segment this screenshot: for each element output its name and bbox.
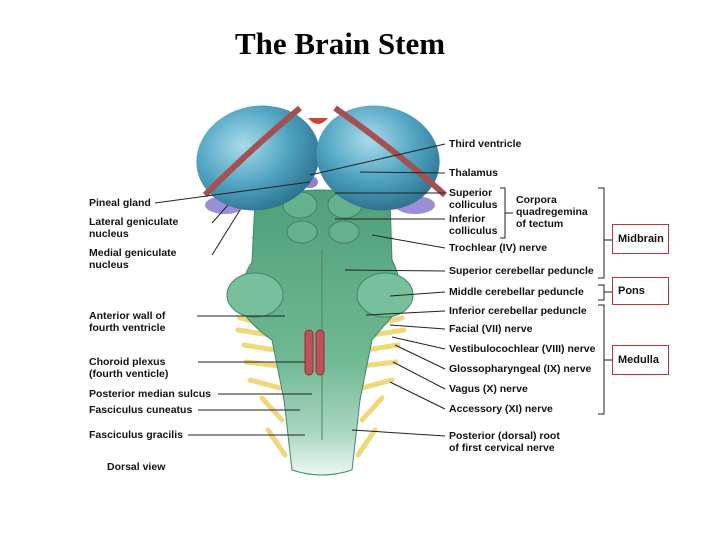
label-choroid-plexus: Choroid plexus (fourth venticle) — [89, 356, 169, 380]
label-superior-cerebellar-peduncle: Superior cerebellar peduncle — [449, 265, 594, 277]
label-fasciculus-cuneatus: Fasciculus cuneatus — [89, 404, 193, 416]
label-trochlear-nerve: Trochlear (IV) nerve — [449, 242, 548, 254]
right-leader-lines — [309, 143, 446, 437]
view-label: Dorsal view — [107, 461, 166, 473]
thalamus-left — [196, 105, 320, 211]
label-inferior-cerebellar-peduncle: Inferior cerebellar peduncle — [449, 305, 587, 317]
label-glossopharyngeal-nerve: Glossopharyngeal (IX) nerve — [449, 363, 592, 375]
middle-cerebellar-peduncle-left — [226, 272, 284, 318]
page-title: The Brain Stem — [234, 26, 446, 61]
label-superior-colliculus: Superior colliculus — [449, 187, 498, 211]
region-box-midbrain: Midbrain — [612, 224, 669, 254]
label-pineal-gland: Pineal gland — [89, 197, 151, 209]
label-vagus-nerve: Vagus (X) nerve — [449, 383, 528, 395]
label-lateral-geniculate: Lateral geniculate nucleus — [89, 216, 179, 240]
label-medial-geniculate: Medial geniculate nucleus — [89, 247, 177, 271]
region-box-pons: Pons — [612, 277, 669, 305]
label-third-ventricle: Third ventricle — [449, 138, 522, 150]
label-middle-cerebellar-peduncle: Middle cerebellar peduncle — [449, 286, 584, 298]
label-vestibulocochlear-nerve: Vestibulocochlear (VIII) nerve — [449, 343, 596, 355]
choroid-plexus — [304, 329, 325, 376]
brackets — [500, 187, 612, 415]
middle-cerebellar-peduncle-right — [356, 272, 414, 318]
label-posterior-root: Posterior (dorsal) root of first cervica… — [449, 430, 560, 454]
left-leader-lines — [154, 181, 312, 436]
region-box-medulla: Medulla — [612, 345, 669, 375]
label-fasciculus-gracilis: Fasciculus gracilis — [89, 429, 183, 441]
label-posterior-median-sulcus: Posterior median sulcus — [89, 388, 211, 400]
label-accessory-nerve: Accessory (XI) nerve — [449, 403, 553, 415]
label-anterior-wall: Anterior wall of fourth ventricle — [89, 310, 166, 334]
label-inferior-colliculus: Inferior colliculus — [449, 213, 498, 237]
label-corpora-quadregemina: Corpora quadregemina of tectum — [516, 194, 588, 230]
label-facial-nerve: Facial (VII) nerve — [449, 323, 533, 335]
thalamus-right — [316, 105, 440, 211]
label-thalamus: Thalamus — [449, 167, 499, 179]
